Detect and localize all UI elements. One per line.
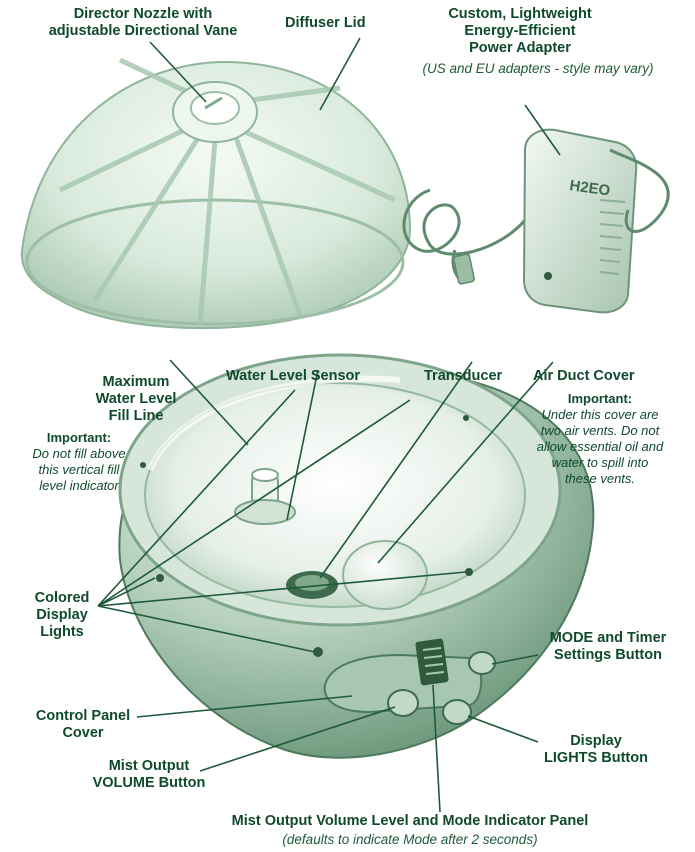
label-mode-timer-button: MODE and Timer Settings Button: [538, 630, 678, 664]
label-indicator-panel-note: (defaults to indicate Mode after 2 secon…: [160, 831, 660, 848]
label-indicator-panel: Mist Output Volume Level and Mode Indica…: [160, 813, 660, 830]
note-vent-warning: Important: Under this cover are two air …: [510, 391, 690, 487]
label-power-adapter: Custom, Lightweight Energy-Efficient Pow…: [430, 6, 610, 57]
label-diffuser-lid: Diffuser Lid: [285, 15, 366, 32]
label-director-nozzle: Director Nozzle with adjustable Directio…: [38, 6, 248, 40]
diffuser-lid-shape: [22, 60, 410, 328]
label-control-panel-cover: Control Panel Cover: [28, 708, 138, 742]
power-adapter-shape: [404, 130, 668, 313]
label-water-level-sensor: Water Level Sensor: [226, 368, 360, 385]
label-mist-volume-button: Mist Output VOLUME Button: [84, 758, 214, 792]
label-max-fill-line: Maximum Water Level Fill Line: [82, 374, 190, 425]
label-air-duct-cover: Air Duct Cover: [533, 368, 635, 385]
note-fill-warning: Important: Do not fill above this vertic…: [4, 430, 154, 494]
label-transducer: Transducer: [424, 368, 502, 385]
label-colored-display-lights: Colored Display Lights: [22, 590, 102, 641]
label-display-lights-button: Display LIGHTS Button: [536, 733, 656, 767]
label-power-adapter-note: (US and EU adapters - style may vary): [388, 60, 688, 77]
